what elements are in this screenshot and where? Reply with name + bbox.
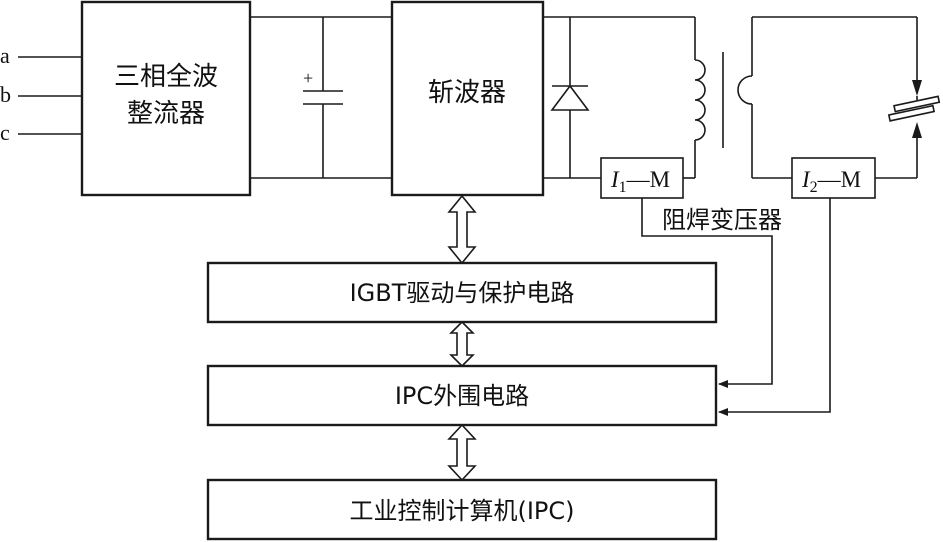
feedback-line-sensor2 [718,198,831,416]
rectifier-label-line1: 三相全波 [114,62,218,92]
current-sensor-2: I2—M [791,157,876,199]
sensor1-label: I1—M [610,167,670,196]
double-arrow-icon [447,194,477,265]
transformer-label: 阻焊变压器 [662,206,782,234]
chopper-block: 斩波器 [390,0,545,197]
double-arrow-icon [447,423,477,482]
transformer-primary [694,59,706,141]
chopper-label: 斩波器 [428,78,506,108]
secondary-coil [737,75,753,105]
capacitor: + [303,17,343,178]
capacitor-polarity: + [303,68,313,88]
transformer-secondary [737,17,792,179]
current-sensor-1: I1—M [600,157,684,199]
rectifier-block: 三相全波 整流器 [80,0,252,197]
peripheral-block: IPC外围电路 [206,364,718,427]
upper-electrode-icon [912,80,922,96]
chopper-output [543,16,696,179]
diode-triangle [550,84,590,111]
ipc-label: 工业控制计算机(IPC) [349,497,574,525]
primary-coil [694,59,706,141]
peripheral-label: IPC外围电路 [395,382,529,410]
sensor2-label: I2—M [801,167,861,196]
driver-block: IGBT驱动与保护电路 [206,261,718,324]
welding-loop [752,16,941,179]
feedback-line-sensor1 [641,198,773,388]
workpiece-icon [887,95,941,122]
driver-label: IGBT驱动与保护电路 [350,279,575,307]
diode [550,17,590,178]
dc-bus [250,16,392,179]
rectifier-label-line2: 整流器 [127,99,205,129]
feedback-lines [641,198,831,416]
input-label-b: b [0,82,11,107]
double-arrow-icon [449,320,475,368]
ipc-block: 工业控制计算机(IPC) [206,478,718,541]
input-label-a: a [0,43,10,68]
bidirectional-arrows [447,194,477,482]
input-lines: a b c [0,43,82,145]
lower-electrode-icon [912,122,922,138]
input-label-c: c [0,120,10,145]
